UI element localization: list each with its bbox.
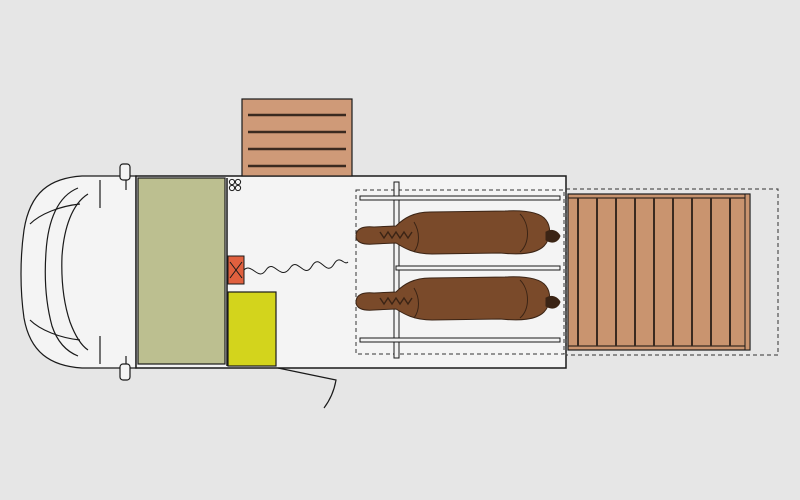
hood-line-bottom	[29, 319, 81, 341]
fittings	[228, 178, 242, 192]
hood-line-top	[29, 203, 81, 225]
horse-top-tail	[545, 229, 561, 243]
van-cab	[20, 163, 137, 381]
horse-bottom-tail	[545, 295, 561, 309]
horse-top	[355, 210, 561, 255]
ramp-hinge-rail	[744, 193, 751, 351]
fitting-3	[228, 184, 236, 192]
horse-bottom-mane	[379, 296, 413, 306]
rear-ramp-slats	[577, 198, 731, 346]
horse-bottom	[355, 276, 561, 321]
mirror-left	[119, 163, 131, 181]
rear-ramp	[567, 193, 751, 351]
fitting-1	[228, 178, 236, 186]
mirror-right	[119, 363, 131, 381]
rail-middle	[395, 265, 561, 271]
side-door-swing	[277, 367, 337, 409]
fitting-4	[234, 184, 242, 192]
partition-bars	[359, 181, 561, 359]
rail-top	[359, 195, 561, 201]
horse-top-mane	[379, 230, 413, 240]
stall-area	[355, 189, 565, 355]
fitting-2	[234, 178, 242, 186]
heater-hose	[243, 259, 349, 275]
heater-unit	[227, 255, 245, 285]
cab-cabinet	[137, 177, 226, 365]
side-ramp	[241, 98, 353, 177]
storage-box	[227, 291, 277, 367]
rear-ramp-extent	[565, 188, 779, 356]
rail-bottom	[359, 337, 561, 343]
